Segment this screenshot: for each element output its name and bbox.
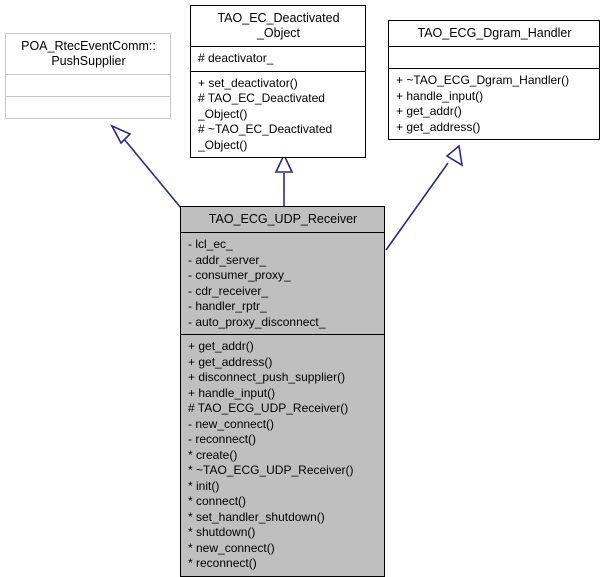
operation-item: * set_handler_shutdown() [188, 509, 325, 524]
operation-item: + get_addr() [396, 104, 462, 118]
class-box-deactivated-object[interactable]: TAO_EC_Deactivated _Object # deactivator… [190, 5, 366, 158]
edge-udp-receiver-to-dgram-handler [385, 144, 464, 251]
operation-item: + handle_input() [396, 88, 484, 103]
operation-item: + get_addr() [188, 339, 254, 353]
operations-compartment-push-supplier [6, 96, 170, 118]
class-name-udp-receiver: TAO_ECG_UDP_Receiver [208, 212, 358, 226]
operation-item: * create() [188, 447, 238, 462]
operation-item: # TAO_EC_Deactivated _Object() [198, 91, 325, 121]
operation-item: + get_address() [188, 354, 273, 369]
operation-item: * ~TAO_ECG_UDP_Receiver() [188, 463, 354, 477]
operation-item: - new_connect() [188, 416, 275, 431]
attributes-compartment-push-supplier [6, 74, 170, 96]
attribute-item: - handler_rptr_ [188, 299, 267, 313]
class-box-dgram-handler[interactable]: TAO_ECG_Dgram_Handler + ~TAO_ECG_Dgram_H… [388, 20, 600, 140]
operation-item: * connect() [188, 494, 247, 508]
operation-item: * reconnect() [188, 556, 257, 570]
class-box-udp-receiver[interactable]: TAO_ECG_UDP_Receiver - lcl_ec_ - addr_se… [180, 206, 385, 577]
edge-udp-receiver-to-deactivated-object [274, 153, 294, 206]
operation-item: # TAO_ECG_UDP_Receiver() [188, 401, 349, 415]
operation-item: + get_address() [396, 119, 481, 134]
operation-item: + disconnect_push_supplier() [188, 370, 346, 384]
operation-item: * new_connect() [188, 540, 275, 555]
attribute-item: - consumer_proxy_ [188, 268, 291, 282]
attribute-item: - auto_proxy_disconnect_ [188, 314, 326, 329]
attributes-compartment-deactivated-object: # deactivator_ [191, 46, 365, 71]
class-box-push-supplier[interactable]: POA_RtecEventComm:: PushSupplier [5, 33, 171, 119]
operation-item: + ~TAO_ECG_Dgram_Handler() [396, 73, 570, 87]
operation-item: * init() [188, 478, 220, 493]
operation-item: * shutdown() [188, 525, 256, 539]
operation-item: # ~TAO_EC_Deactivated _Object() [198, 122, 333, 152]
attribute-item: # deactivator_ [198, 51, 274, 65]
attribute-item: - addr_server_ [188, 252, 267, 267]
operation-item: + set_deactivator() [198, 75, 298, 90]
attribute-item: - lcl_ec_ [188, 237, 233, 251]
operation-item: - reconnect() [188, 432, 257, 446]
class-name-dgram-handler: TAO_ECG_Dgram_Handler [417, 26, 572, 40]
class-name-deactivated-object: TAO_EC_Deactivated _Object [217, 11, 340, 40]
attribute-item: - cdr_receiver_ [188, 283, 269, 298]
attributes-compartment-dgram-handler [389, 46, 599, 68]
operations-compartment-deactivated-object: + set_deactivator() # TAO_EC_Deactivated… [191, 70, 365, 158]
edge-udp-receiver-to-push-supplier [110, 124, 182, 209]
class-name-push-supplier: POA_RtecEventComm:: PushSupplier [21, 39, 156, 68]
operations-compartment-udp-receiver: + get_addr() + get_address() + disconnec… [181, 334, 384, 576]
attributes-compartment-udp-receiver: - lcl_ec_ - addr_server_ - consumer_prox… [181, 232, 384, 334]
operation-item: + handle_input() [188, 385, 276, 400]
operations-compartment-dgram-handler: + ~TAO_ECG_Dgram_Handler() + handle_inpu… [389, 68, 599, 139]
